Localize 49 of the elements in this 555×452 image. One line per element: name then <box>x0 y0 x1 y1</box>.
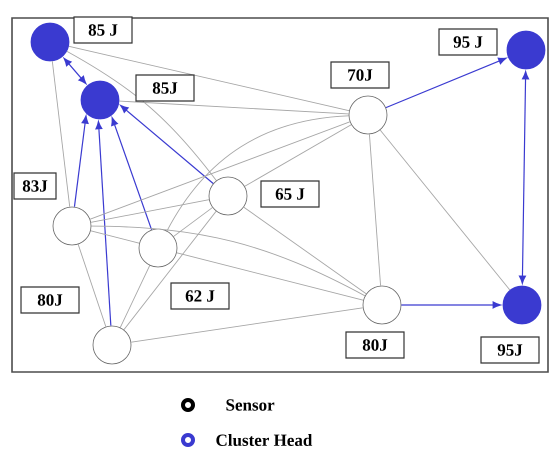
legend-label: Cluster Head <box>216 434 312 446</box>
energy-label: 80J <box>345 331 405 359</box>
energy-label: 95 J <box>438 28 498 56</box>
link-line <box>90 230 140 244</box>
arrow <box>64 58 86 84</box>
sensor-circle <box>138 228 178 268</box>
energy-label: 70J <box>330 61 390 89</box>
link-line <box>90 121 350 220</box>
energy-label: 85 J <box>73 16 133 44</box>
energy-label: 85J <box>135 74 195 102</box>
energy-label: 62 J <box>170 282 230 310</box>
link-line <box>66 50 217 181</box>
sensor-circle <box>92 326 132 364</box>
energy-label: 65 J <box>260 180 320 208</box>
link-line <box>166 115 350 232</box>
legend-label: Sensor <box>226 399 274 411</box>
energy-label: 80J <box>20 286 80 314</box>
arrow <box>120 104 214 184</box>
link-line <box>173 207 213 237</box>
link-line <box>90 199 210 223</box>
link-line <box>244 124 352 187</box>
arrow <box>401 301 501 309</box>
cluster-head-circle <box>506 30 546 70</box>
link-line <box>368 134 382 286</box>
cluster-head-circle <box>30 22 70 62</box>
link-line <box>176 252 364 301</box>
link-line <box>123 210 217 330</box>
arrow <box>518 71 530 284</box>
arrow <box>111 117 152 230</box>
link-line <box>243 206 367 294</box>
arrow <box>95 121 112 326</box>
link-line <box>90 226 366 296</box>
link-line <box>130 307 364 343</box>
cluster-head-circle <box>502 286 542 324</box>
link-line <box>78 244 106 328</box>
energy-label: 83J <box>13 172 57 200</box>
arrow <box>386 58 506 108</box>
arrow <box>74 115 89 207</box>
sensor-circle <box>348 96 388 134</box>
link-line <box>52 60 70 208</box>
link-line <box>120 265 150 328</box>
cluster-head-circle <box>80 80 120 120</box>
sensor-circle <box>52 206 92 246</box>
link-line <box>380 130 510 290</box>
energy-label: 95J <box>480 336 540 364</box>
link-line <box>68 46 350 112</box>
sensor-circle <box>362 286 402 324</box>
sensor-circle <box>208 176 248 216</box>
link-line <box>118 100 350 114</box>
